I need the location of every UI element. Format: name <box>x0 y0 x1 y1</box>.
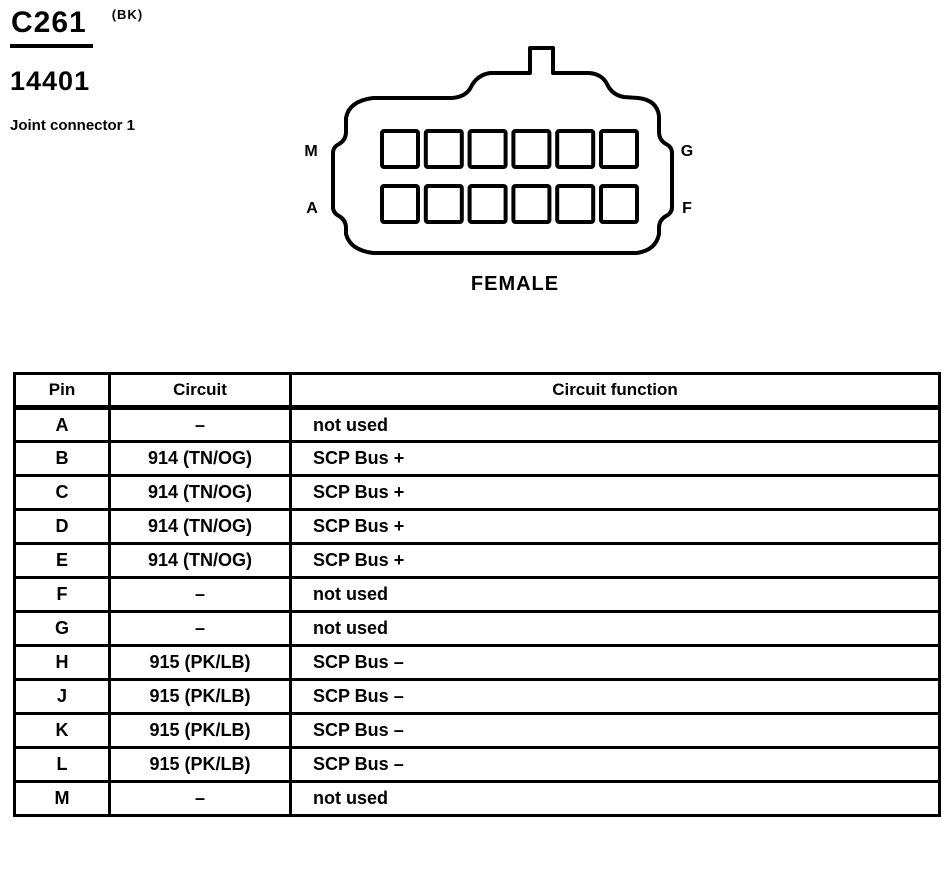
gender-label: FEMALE <box>471 273 559 295</box>
corner-label-f: F <box>682 200 692 217</box>
circuit-cell: 915 (PK/LB) <box>108 678 292 715</box>
corner-label-a: A <box>306 200 318 217</box>
pin-table-row: M–not used <box>13 780 941 817</box>
pin-table-row: F–not used <box>13 576 941 613</box>
corner-label-g: G <box>681 143 693 160</box>
pin-cavity <box>599 184 639 224</box>
function-cell: SCP Bus + <box>289 542 941 579</box>
pin-cell: A <box>13 406 111 443</box>
pin-cell: M <box>13 780 111 817</box>
function-cell: SCP Bus – <box>289 678 941 715</box>
circuit-cell: 914 (TN/OG) <box>108 508 292 545</box>
pin-cavity <box>380 129 420 169</box>
pin-cavity <box>511 184 552 224</box>
connector-id: C261 <box>10 6 93 48</box>
pin-cavity <box>467 184 508 224</box>
pin-cell: C <box>13 474 111 511</box>
connector-color-code: (BK) <box>111 7 144 22</box>
circuit-cell: 914 (TN/OG) <box>108 474 292 511</box>
connector-header: C261 (BK) <box>10 6 143 48</box>
col-header-circuit-function: Circuit function <box>289 372 941 410</box>
pin-cell: G <box>13 610 111 647</box>
function-cell: not used <box>289 406 941 443</box>
connector-description: Joint connector 1 <box>10 117 136 134</box>
function-cell: SCP Bus – <box>289 746 941 783</box>
pin-cavity <box>555 184 596 224</box>
pin-cell: E <box>13 542 111 579</box>
pin-cavity <box>555 129 596 169</box>
pin-cavity <box>423 129 464 169</box>
pin-grid <box>380 129 639 224</box>
circuit-cell: – <box>108 406 292 443</box>
circuit-cell: – <box>108 576 292 613</box>
col-header-pin: Pin <box>13 372 111 410</box>
pin-cell: D <box>13 508 111 545</box>
pin-cavity <box>467 129 508 169</box>
pin-cell: B <box>13 440 111 477</box>
circuit-cell: 915 (PK/LB) <box>108 746 292 783</box>
pin-cell: H <box>13 644 111 681</box>
function-cell: SCP Bus + <box>289 474 941 511</box>
function-cell: SCP Bus + <box>289 440 941 477</box>
pin-cavity <box>599 129 639 169</box>
pin-table-row: A–not used <box>13 406 941 443</box>
pin-cell: L <box>13 746 111 783</box>
circuit-cell: 914 (TN/OG) <box>108 440 292 477</box>
function-cell: not used <box>289 610 941 647</box>
pin-cavity <box>380 184 420 224</box>
function-cell: SCP Bus – <box>289 644 941 681</box>
part-number: 14401 <box>10 66 91 96</box>
pin-cell: K <box>13 712 111 749</box>
function-cell: SCP Bus + <box>289 508 941 545</box>
pin-cell: J <box>13 678 111 715</box>
pin-table-header-row: Pin Circuit Circuit function <box>13 372 941 410</box>
col-header-circuit: Circuit <box>108 372 292 410</box>
connector-diagram: M G A F FEMALE <box>304 46 693 295</box>
function-cell: SCP Bus – <box>289 712 941 749</box>
circuit-cell: 914 (TN/OG) <box>108 542 292 579</box>
function-cell: not used <box>289 780 941 817</box>
corner-label-m: M <box>304 143 317 160</box>
pin-cavity <box>423 184 464 224</box>
function-cell: not used <box>289 576 941 613</box>
pin-cell: F <box>13 576 111 613</box>
circuit-cell: 915 (PK/LB) <box>108 712 292 749</box>
circuit-cell: – <box>108 780 292 817</box>
circuit-cell: – <box>108 610 292 647</box>
circuit-cell: 915 (PK/LB) <box>108 644 292 681</box>
connector-outline <box>331 46 674 255</box>
pin-table-row: G–not used <box>13 610 941 647</box>
pin-cavity <box>511 129 552 169</box>
